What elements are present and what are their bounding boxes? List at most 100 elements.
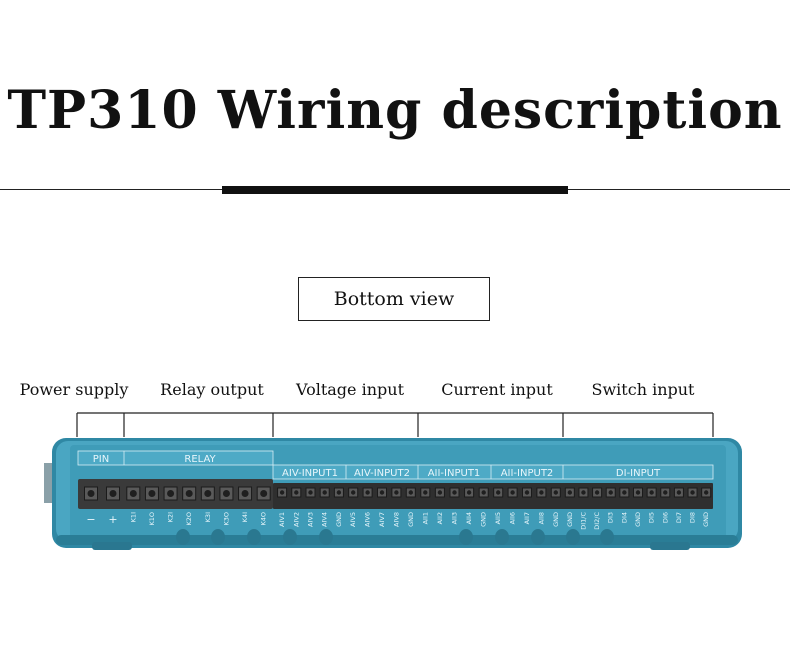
header-aii2: AII-INPUT2 <box>501 468 554 479</box>
terminal-screw <box>496 490 501 495</box>
terminal-screw <box>222 490 230 497</box>
pin-label: AIV4 <box>321 512 329 527</box>
pin-label: AII6 <box>509 512 517 524</box>
terminal-screw <box>703 490 709 495</box>
pin-label: GND <box>335 512 343 527</box>
category-label-switch: Switch input <box>591 380 695 399</box>
terminal-screw <box>423 490 428 495</box>
page-title: TP310 Wiring description <box>7 80 783 141</box>
terminal-screw <box>567 490 573 495</box>
pin-label: GND <box>407 512 415 527</box>
header-aiv1: AIV-INPUT1 <box>282 468 338 479</box>
pin-label: AII4 <box>465 512 473 524</box>
pin-label: DI8 <box>689 512 697 523</box>
terminal-screw <box>241 490 249 497</box>
pin-label: AIV7 <box>378 512 386 527</box>
pin-label: GND <box>566 512 574 527</box>
pin-label: AIV8 <box>392 512 400 527</box>
pin-label: AIV2 <box>292 512 300 527</box>
terminal-screw <box>608 490 613 495</box>
terminal-screw <box>553 490 558 495</box>
view-label-box: Bottom view <box>298 277 490 321</box>
pin-label: + <box>108 513 117 526</box>
terminal-screw <box>336 490 342 495</box>
view-label: Bottom view <box>333 288 455 310</box>
pin-label: AII8 <box>537 512 545 524</box>
terminal-screw <box>524 490 530 495</box>
header-relay: RELAY <box>184 454 216 465</box>
screw-knob <box>566 529 580 545</box>
terminal-screw <box>622 490 627 495</box>
pin-label: K1O <box>148 512 156 526</box>
pin-label: GND <box>552 512 560 527</box>
pin-label: K1I <box>129 512 137 522</box>
terminal-screw <box>308 490 313 495</box>
pin-label: DI5 <box>648 512 656 523</box>
pin-label: AII7 <box>523 512 531 524</box>
header-di: DI-INPUT <box>616 468 661 479</box>
pin-label: AII3 <box>451 512 459 524</box>
pin-label: GND <box>702 512 710 527</box>
terminal-screw <box>379 490 385 495</box>
terminal-screw <box>690 490 695 495</box>
terminal-screw <box>408 490 413 495</box>
pin-label: DI1/C <box>579 512 587 530</box>
header-aiv2: AIV-INPUT2 <box>354 468 410 479</box>
bracket-lines <box>76 412 714 437</box>
screw-knob <box>459 529 473 545</box>
screw-knob <box>531 529 545 545</box>
screw-knob <box>211 529 225 545</box>
terminal-screw <box>279 490 285 495</box>
terminal-screw <box>466 490 472 495</box>
terminal-screw <box>481 490 486 495</box>
terminal-screw <box>365 490 370 495</box>
category-label-power: Power supply <box>19 380 129 399</box>
pin-label: DI2/C <box>593 512 601 530</box>
terminal-screw <box>204 490 212 497</box>
pin-label: GND <box>480 512 488 527</box>
pin-label: AIV1 <box>278 512 286 527</box>
screw-knobs <box>176 529 614 545</box>
pin-label: K4I <box>241 512 249 522</box>
terminal-pins <box>84 486 712 501</box>
pin-label: DI6 <box>661 512 669 523</box>
pin-label: DI3 <box>607 512 615 523</box>
terminal-screw <box>148 490 156 497</box>
terminal-screw <box>635 490 641 495</box>
pin-label: AII1 <box>421 512 429 524</box>
pin-label: AIV6 <box>364 512 372 527</box>
terminal-screw <box>260 490 268 497</box>
device-feet <box>92 542 690 550</box>
screw-knob <box>319 529 333 545</box>
pin-label: AII2 <box>436 512 444 524</box>
terminal-screw <box>676 490 682 495</box>
category-label-relay: Relay output <box>160 380 264 399</box>
terminal-screw <box>351 490 356 495</box>
terminal-screw <box>109 490 117 497</box>
pin-label: DI7 <box>675 512 683 523</box>
pin-label: K2I <box>167 512 175 522</box>
terminal-screw <box>167 490 175 497</box>
pin-label: GND <box>634 512 642 527</box>
terminal-screw <box>322 490 327 495</box>
terminal-screw <box>649 490 654 495</box>
pin-label: K2O <box>185 512 193 526</box>
terminal-screw <box>581 490 586 495</box>
header-aii1: AII-INPUT1 <box>428 468 481 479</box>
pin-label: K3I <box>204 512 212 522</box>
category-label-current: Current input <box>441 380 553 399</box>
screw-knob <box>176 529 190 545</box>
pin-label: AIV5 <box>349 512 357 527</box>
terminal-screw <box>510 490 515 495</box>
terminal-screw <box>452 490 457 495</box>
pin-label: K4O <box>260 512 268 526</box>
pin-label: K3O <box>222 512 230 526</box>
terminal-screw <box>87 490 95 497</box>
screw-knob <box>247 529 261 545</box>
pin-label: AII5 <box>494 512 502 524</box>
pin-label: DI4 <box>620 512 628 523</box>
category-label-voltage: Voltage input <box>296 380 404 399</box>
device-illustration: PIN RELAY AIV-INPUT1 AIV-INPUT2 AII-INPU… <box>44 412 742 550</box>
pin-label: AIV3 <box>307 512 315 527</box>
